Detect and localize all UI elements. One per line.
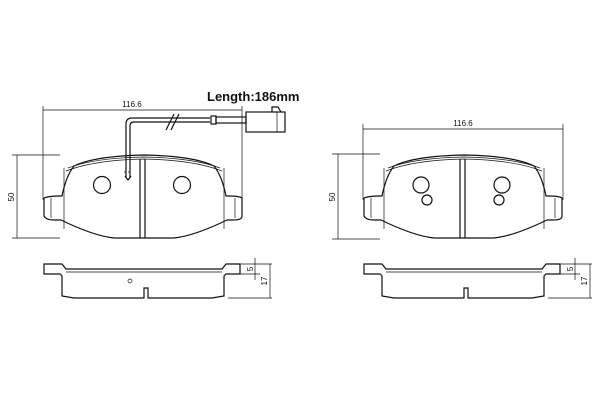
wear-sensor-cable bbox=[124, 106, 286, 181]
svg-text:116.6: 116.6 bbox=[453, 119, 473, 128]
svg-text:17: 17 bbox=[580, 276, 589, 285]
right-pad-front-view bbox=[363, 154, 563, 239]
svg-text:5: 5 bbox=[566, 266, 575, 271]
right-pad-hole bbox=[412, 176, 430, 194]
svg-text:50: 50 bbox=[7, 192, 16, 201]
left-pad-side-view: 5 17 bbox=[43, 258, 272, 299]
svg-text:50: 50 bbox=[328, 192, 337, 201]
left-pad-hole bbox=[172, 175, 192, 195]
left-pad-hole bbox=[92, 175, 112, 195]
cable-length-label: Length:186mm bbox=[207, 89, 299, 104]
sensor-connector bbox=[245, 111, 286, 133]
right-pad-hole bbox=[493, 176, 511, 194]
left-height-dimension: 50 bbox=[7, 154, 60, 239]
left-width-dimension: 116.6 bbox=[42, 100, 243, 200]
svg-text:17: 17 bbox=[260, 276, 269, 285]
left-pad-front-view bbox=[43, 154, 243, 239]
right-pad-hole bbox=[493, 194, 505, 206]
right-pad-side-view: 5 17 bbox=[363, 258, 592, 299]
right-pad-hole bbox=[421, 194, 433, 206]
right-width-dimension: 116.6 bbox=[362, 119, 564, 200]
svg-text:116.6: 116.6 bbox=[122, 100, 142, 109]
right-height-dimension: 50 bbox=[328, 153, 380, 240]
svg-text:5: 5 bbox=[246, 266, 255, 271]
